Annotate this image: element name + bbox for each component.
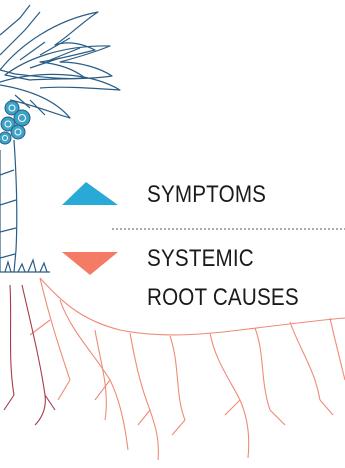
root-causes-label-line1: SYSTEMIC <box>147 244 254 274</box>
symptoms-label: SYMPTOMS <box>147 180 266 210</box>
symptoms-triangle-marker <box>62 182 118 205</box>
root-causes-label-line2: ROOT CAUSES <box>147 283 299 313</box>
palm-trunk <box>0 140 50 272</box>
palm-fronds <box>0 5 120 118</box>
causes-triangle-marker <box>62 252 118 275</box>
